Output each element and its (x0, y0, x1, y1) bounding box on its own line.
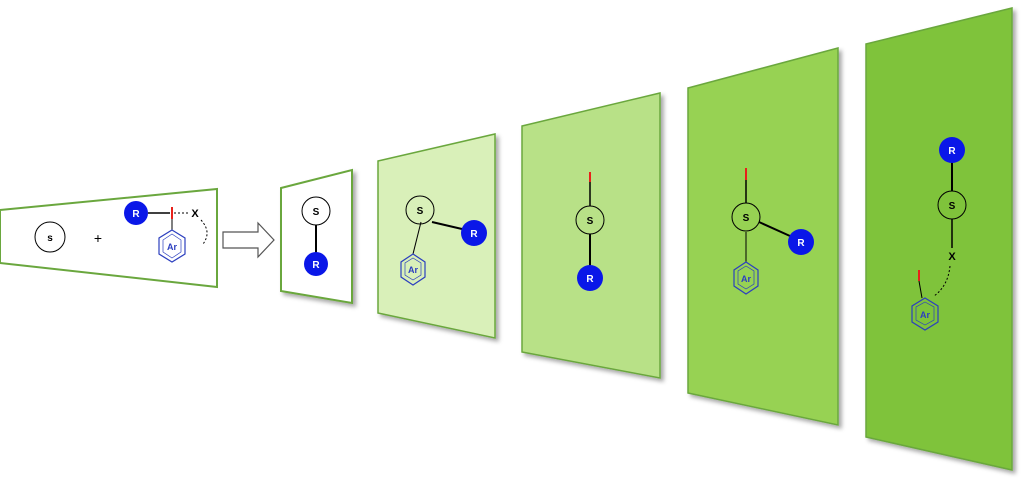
substrate-circle (301, 196, 331, 226)
r-group-label: R (470, 229, 478, 240)
substrate-label: s (47, 233, 53, 244)
substrate-label: S (587, 216, 594, 227)
aryl-label: Ar (167, 242, 177, 252)
substrate-circle (731, 202, 761, 232)
aryl-ring: Ar (400, 253, 426, 286)
aryl-ring: Ar (733, 261, 759, 295)
r-group-label: R (586, 274, 594, 285)
plus-sign: + (94, 230, 102, 246)
reagent-molecule: R X Ar (124, 201, 208, 263)
r-group-circle (939, 137, 965, 163)
substrate-label: S (949, 201, 956, 212)
panel-2: S R Ar (377, 133, 496, 339)
panel-4: S R Ar (687, 47, 839, 426)
substrate-circle (405, 195, 435, 225)
r-group-circle (461, 220, 487, 246)
r-group-label: R (948, 146, 956, 157)
r-group-circle (124, 201, 148, 225)
substrate-circle: s (34, 221, 66, 253)
substrate-circle (575, 205, 605, 235)
hollow-arrow-icon (222, 221, 275, 259)
r-group-circle (577, 265, 603, 291)
panel-1: S R (280, 168, 353, 305)
substrate-label: S (743, 213, 750, 224)
aryl-label: Ar (741, 274, 751, 284)
r-group-circle (304, 252, 328, 276)
substrate-label: S (313, 207, 320, 218)
panel-5: R S X Ar (865, 7, 1013, 471)
reactants-panel: s + R X Ar (0, 187, 218, 289)
aryl-ring: Ar (911, 297, 939, 331)
r-group-label: R (797, 238, 805, 249)
r-group-circle (788, 229, 814, 255)
x-label: X (948, 251, 956, 263)
substrate-label: S (417, 206, 424, 217)
aryl-label: Ar (408, 265, 418, 275)
panel-3: S R (521, 92, 661, 379)
x-label: X (191, 208, 199, 220)
substrate-circle (937, 190, 967, 220)
r-group-label: R (132, 209, 140, 220)
aryl-label: Ar (920, 310, 930, 320)
aryl-ring: Ar (158, 229, 186, 263)
r-group-label: R (312, 260, 320, 271)
